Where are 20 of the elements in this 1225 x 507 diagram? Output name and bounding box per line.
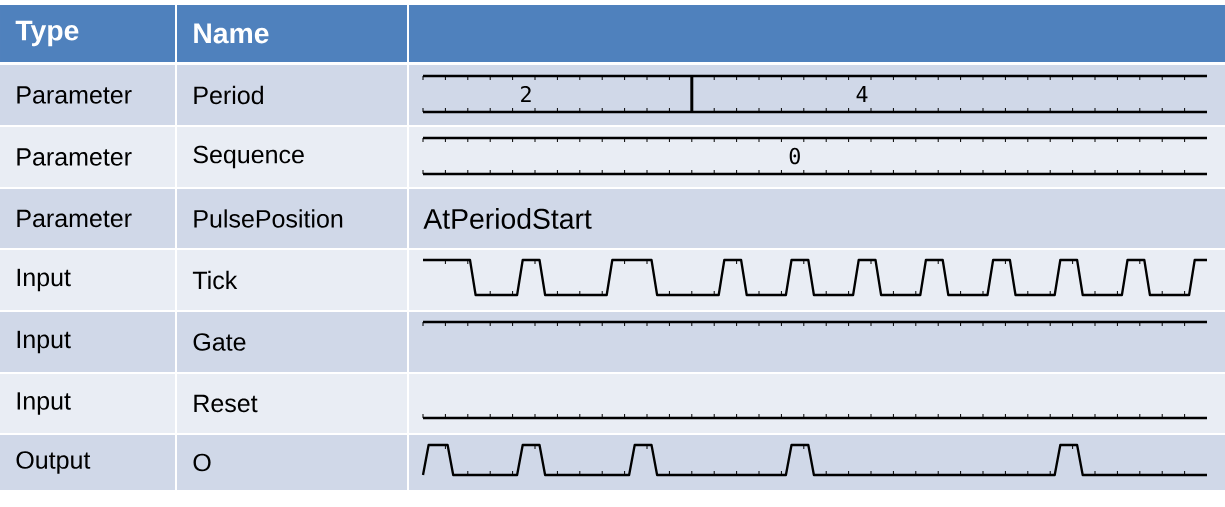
table-cell: O bbox=[177, 435, 407, 490]
table-cell: Gate bbox=[177, 312, 407, 372]
table-cell: Input bbox=[0, 374, 175, 433]
table-cell: AtPeriodStart bbox=[409, 189, 1225, 248]
table-cell: Parameter bbox=[0, 189, 175, 248]
bus-value: 2 bbox=[521, 85, 531, 103]
table-cell: Parameter bbox=[0, 65, 175, 125]
table-cell: Tick bbox=[177, 250, 407, 310]
header-cell: Name bbox=[177, 5, 407, 62]
table-cell: Output bbox=[0, 435, 175, 490]
bus-value: 4 bbox=[856, 86, 868, 102]
table-cell: Input bbox=[0, 250, 175, 310]
table-cell: Sequence bbox=[177, 127, 407, 187]
header-cell: Type bbox=[0, 5, 175, 62]
table-cell: Input bbox=[0, 312, 175, 372]
bus-value: 0 bbox=[789, 147, 800, 165]
table-cell: PulsePosition bbox=[177, 189, 407, 248]
table-cell: Period bbox=[177, 65, 407, 125]
table-cell: Reset bbox=[177, 374, 407, 433]
table-cell: Parameter bbox=[0, 127, 175, 187]
